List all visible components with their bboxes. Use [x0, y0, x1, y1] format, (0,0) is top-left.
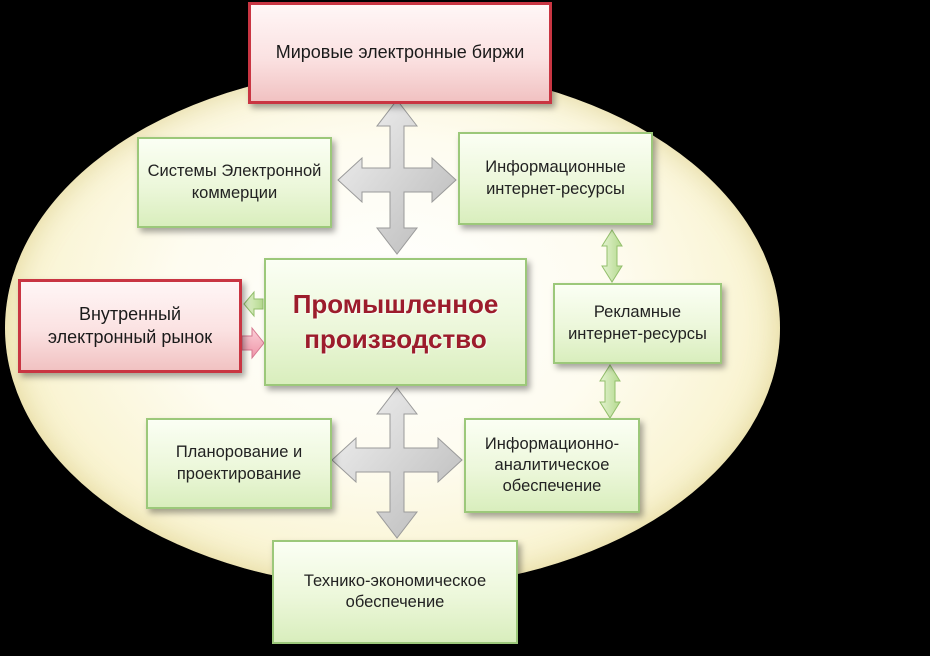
node-world-exchanges: Мировые электронные биржи	[248, 2, 552, 104]
node-planning: Планорование и проектирование	[146, 418, 332, 509]
node-analytics-label: Информационно- аналитическое обеспечение	[484, 434, 620, 496]
arrow-to-industrial-production	[241, 326, 265, 360]
node-ad-resources: Рекламные интернет-ресурсы	[553, 283, 722, 364]
node-world-exchanges-label: Мировые электронные биржи	[275, 42, 525, 63]
node-planning-label: Планорование и проектирование	[175, 443, 303, 483]
node-industrial-production: Промышленное производство	[264, 258, 527, 386]
node-ecommerce-label: Системы Электронной коммерции	[147, 162, 322, 202]
node-ecommerce: Системы Электронной коммерции	[137, 137, 332, 228]
four-way-arrow-bottom	[331, 387, 463, 539]
node-domestic-market: Внутренный электронный рынок	[18, 279, 242, 373]
node-analytics: Информационно- аналитическое обеспечение	[464, 418, 640, 513]
arrow-to-domestic-market	[243, 290, 264, 318]
double-arrow-info-ad	[601, 229, 623, 283]
node-industrial-production-label: Промышленное производство	[292, 288, 499, 354]
node-ad-resources-label: Рекламные интернет-ресурсы	[568, 303, 707, 343]
node-technical-economic-label: Технико-экономическое обеспечение	[303, 571, 487, 611]
node-domestic-market-label: Внутренный электронный рынок	[47, 303, 213, 347]
double-arrow-ad-analytics	[599, 364, 621, 419]
node-info-resources-label: Информационные интернет-ресурсы	[485, 158, 626, 198]
node-info-resources: Информационные интернет-ресурсы	[458, 132, 653, 225]
four-way-arrow-top	[337, 99, 457, 255]
node-technical-economic: Технико-экономическое обеспечение	[272, 540, 518, 644]
